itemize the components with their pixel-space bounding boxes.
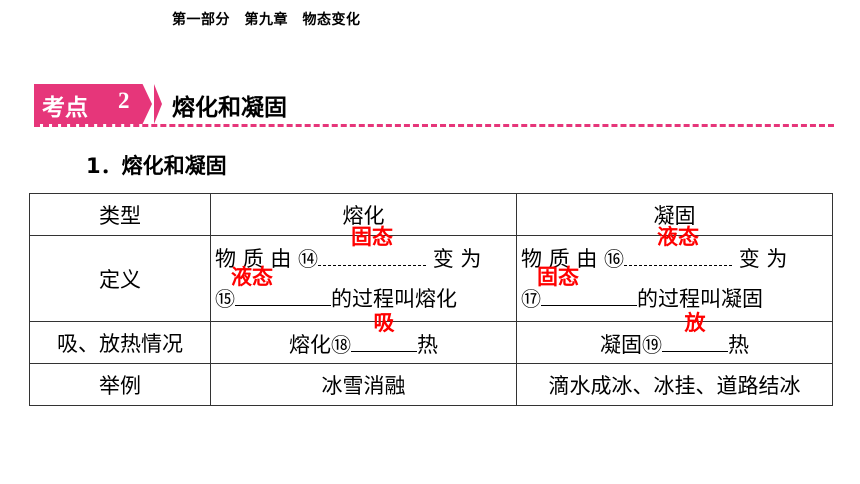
badge-label: 考点 xyxy=(42,94,88,121)
section-badge xyxy=(34,84,152,124)
breadcrumb: 第一部分 第九章 物态变化 xyxy=(172,12,361,28)
row-label-example: 举例 xyxy=(29,363,211,406)
blank-15: 液态 xyxy=(231,265,331,306)
freeze-suffix: 的过程叫凝固 xyxy=(637,286,763,311)
melt-suffix: 的过程叫熔化 xyxy=(331,286,457,311)
freeze-example: 滴水成冰、冰挂、道路结冰 xyxy=(516,363,833,406)
answer-16: 液态 xyxy=(657,224,700,249)
header-type: 类型 xyxy=(29,193,211,236)
mark-15: ⑮ xyxy=(215,286,235,311)
freeze-middle: 变 为 xyxy=(738,246,788,271)
dashed-divider xyxy=(34,124,834,127)
blank-17: 固态 xyxy=(537,265,637,306)
melt-middle: 变 为 xyxy=(432,246,482,271)
row-label-definition: 定义 xyxy=(29,235,211,322)
blank-19: 放 xyxy=(662,311,728,352)
answer-15: 液态 xyxy=(231,264,273,289)
answer-14: 固态 xyxy=(351,224,394,249)
mark-17: ⑰ xyxy=(521,286,541,311)
answer-19: 放 xyxy=(684,310,706,335)
freeze-heat-prefix: 凝固 xyxy=(600,332,642,357)
mark-14: ⑭ xyxy=(298,246,319,271)
mark-19: ⑲ xyxy=(642,332,662,357)
melt-heat-suffix: 热 xyxy=(417,332,438,357)
mark-18: ⑱ xyxy=(331,332,351,357)
badge-number: 2 xyxy=(118,88,130,113)
blank-18: 吸 xyxy=(351,311,417,352)
answer-18: 吸 xyxy=(373,310,395,335)
blank-16: 液态 xyxy=(624,225,733,266)
freeze-prefix: 物 质 由 xyxy=(521,246,598,271)
section-bar: 考点 2 熔化和凝固 xyxy=(34,84,834,127)
melt-prefix: 物 质 由 xyxy=(215,246,292,271)
row-label-heat: 吸、放热情况 xyxy=(29,321,211,364)
table-row-example: 举例 冰雪消融 滴水成冰、冰挂、道路结冰 xyxy=(29,363,833,406)
freeze-heat-suffix: 热 xyxy=(728,332,749,357)
subheading: 1．熔化和凝固 xyxy=(86,154,227,178)
badge-tail xyxy=(154,84,162,124)
blank-14: 固态 xyxy=(318,225,427,266)
mark-16: ⑯ xyxy=(604,246,625,271)
section-title: 熔化和凝固 xyxy=(172,95,287,121)
answer-17: 固态 xyxy=(537,264,579,289)
melt-example: 冰雪消融 xyxy=(210,363,517,406)
melt-heat-prefix: 熔化 xyxy=(289,332,331,357)
header-freeze: 凝固 xyxy=(516,193,833,236)
